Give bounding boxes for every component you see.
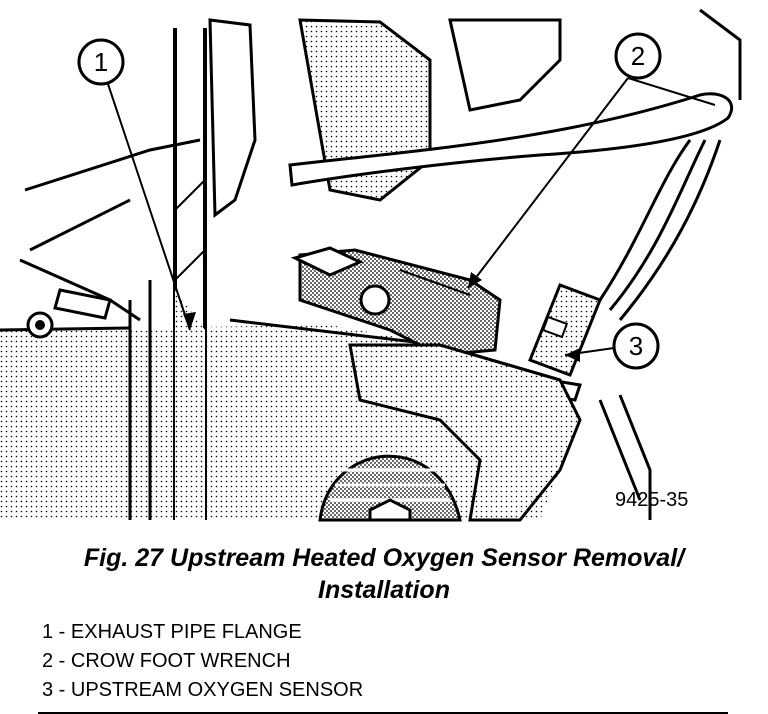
caption-line-1: Fig. 27 Upstream Heated Oxygen Sensor Re… xyxy=(83,544,685,572)
legend-item-exhaust-pipe-flange: 1 - EXHAUST PIPE FLANGE xyxy=(42,621,302,643)
callout-3-label: 3 xyxy=(629,331,643,361)
callout-3: 3 xyxy=(564,322,660,370)
callout-2-label: 2 xyxy=(631,41,645,71)
legend-item-upstream-oxygen-sensor: 3 - UPSTREAM OXYGEN SENSOR xyxy=(42,679,364,701)
bracket-right xyxy=(448,18,562,112)
bolt-left xyxy=(26,288,112,339)
callout-2: 2 xyxy=(467,32,716,289)
bracket-upper xyxy=(208,18,257,218)
technical-illustration: 1 2 3 9425-35 xyxy=(0,8,742,522)
crow-foot-wrench xyxy=(290,246,502,357)
callout-1-label: 1 xyxy=(94,47,108,77)
frame-lines-right xyxy=(598,394,652,520)
exhaust-pipe xyxy=(128,28,207,520)
threaded-fitting xyxy=(318,454,462,522)
callout-1: 1 xyxy=(77,38,196,331)
legend-item-crow-foot-wrench: 2 - CROW FOOT WRENCH xyxy=(42,650,291,672)
figure-code: 9425-35 xyxy=(615,489,688,511)
bottom-rule xyxy=(38,712,728,714)
exhaust-manifold xyxy=(348,343,582,522)
wiring-harness xyxy=(288,8,742,321)
caption-line-2: Installation xyxy=(318,576,450,604)
figure-caption: Fig. 27 Upstream Heated Oxygen Sensor Re… xyxy=(0,542,768,606)
figure-legend: 1 - EXHAUST PIPE FLANGE 2 - CROW FOOT WR… xyxy=(42,618,363,705)
